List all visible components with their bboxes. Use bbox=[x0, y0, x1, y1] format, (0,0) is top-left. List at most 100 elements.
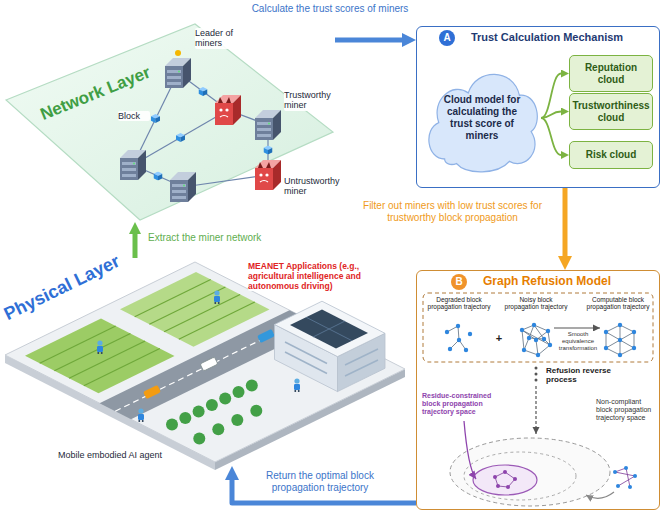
tree bbox=[166, 419, 178, 431]
graph-node bbox=[633, 474, 637, 478]
graph-node bbox=[513, 477, 517, 481]
miner-link bbox=[133, 73, 268, 187]
text-label: Leader of miners bbox=[195, 28, 257, 49]
text-label: + bbox=[494, 332, 504, 345]
rejection-arrow bbox=[586, 492, 614, 498]
block-cube bbox=[264, 146, 273, 155]
tree bbox=[212, 423, 224, 435]
graph-node bbox=[604, 330, 608, 334]
branch-arrow bbox=[541, 112, 561, 119]
graph-node bbox=[506, 485, 510, 489]
embodied-agent-robot bbox=[294, 378, 300, 392]
building bbox=[275, 301, 386, 356]
graph-node bbox=[445, 330, 449, 334]
graph-node bbox=[613, 470, 617, 474]
node-text: A bbox=[439, 30, 455, 46]
tree bbox=[219, 393, 231, 405]
graph-node bbox=[536, 353, 540, 357]
graph-node bbox=[522, 348, 526, 352]
graph-edge bbox=[606, 332, 607, 348]
connector-part bbox=[135, 40, 565, 503]
crop-row bbox=[69, 341, 145, 378]
trajectory-space-middle bbox=[464, 452, 576, 500]
tree bbox=[206, 399, 218, 411]
text-label: Degraded block propagation trajectory bbox=[425, 296, 493, 311]
crop-row bbox=[135, 280, 211, 317]
miner-server bbox=[120, 150, 146, 180]
graph-edge bbox=[620, 325, 634, 332]
miner-server bbox=[215, 95, 241, 125]
badge-circle: B bbox=[451, 274, 467, 290]
ellipsis-dots bbox=[535, 379, 538, 382]
cloud-type-box: Risk cloud bbox=[569, 141, 653, 169]
graph-node bbox=[632, 330, 636, 334]
building bbox=[313, 321, 345, 337]
flow-arrow bbox=[335, 38, 402, 43]
crop-row bbox=[40, 326, 116, 363]
graph-edge bbox=[620, 332, 634, 340]
graph-node bbox=[496, 484, 500, 488]
graph-edge bbox=[606, 325, 620, 332]
node-text: B bbox=[451, 274, 467, 290]
crop-row bbox=[149, 287, 225, 324]
graph-edge bbox=[447, 325, 634, 355]
car bbox=[143, 329, 275, 399]
embodied-agent-robot bbox=[214, 290, 220, 304]
block-cube bbox=[176, 133, 185, 142]
graph-node bbox=[542, 337, 546, 341]
node-text: Risk cloud bbox=[586, 149, 637, 161]
graph-edge bbox=[606, 348, 620, 355]
block-cube bbox=[151, 114, 160, 123]
graph-node bbox=[632, 346, 636, 350]
node-text: Cloud model for calculating the trust sc… bbox=[442, 94, 522, 142]
graph-node bbox=[546, 329, 550, 333]
transform-arrow bbox=[554, 327, 600, 328]
graph-node bbox=[532, 323, 536, 327]
block-cube bbox=[154, 172, 163, 181]
edge-label: Filter out miners with low trust scores … bbox=[345, 200, 560, 224]
building bbox=[275, 301, 386, 391]
trajectory-space-outer bbox=[450, 438, 610, 506]
tree bbox=[166, 380, 262, 445]
text-label: Refusion reverse process bbox=[546, 366, 624, 384]
graph-node bbox=[503, 470, 507, 474]
embodied-agent-robot bbox=[138, 408, 144, 422]
embodied-agent-robot bbox=[97, 340, 103, 354]
miner-server bbox=[255, 110, 281, 140]
graph-edge bbox=[634, 332, 635, 348]
constraint-arrow bbox=[464, 421, 476, 479]
graph-node bbox=[457, 338, 461, 342]
graph-edge bbox=[620, 348, 634, 355]
graph-node bbox=[464, 348, 468, 352]
flow-arrow bbox=[563, 188, 568, 256]
ellipsis-dots bbox=[535, 367, 538, 370]
tree bbox=[250, 405, 262, 417]
graph-node bbox=[456, 324, 460, 328]
edge-label: Extract the miner network bbox=[148, 232, 298, 244]
node-text: Reputation cloud bbox=[574, 62, 648, 86]
graph-edge bbox=[606, 340, 620, 348]
branch-arrow bbox=[541, 74, 561, 119]
miner-server bbox=[165, 58, 191, 88]
graph-node bbox=[604, 346, 608, 350]
graph-edge bbox=[524, 350, 538, 355]
text-label: Untrustworthy miner bbox=[284, 176, 350, 197]
graph-node bbox=[618, 323, 622, 327]
graph-edge bbox=[522, 330, 550, 345]
tree bbox=[231, 414, 243, 426]
graph-edge bbox=[620, 325, 621, 340]
badge-circle: A bbox=[439, 30, 455, 46]
building bbox=[285, 342, 327, 364]
graph-node bbox=[445, 323, 636, 357]
graph-node bbox=[468, 332, 472, 336]
flow-arrow bbox=[133, 234, 138, 258]
graph-node bbox=[616, 484, 620, 488]
graph-node bbox=[613, 466, 637, 489]
miner-server bbox=[255, 160, 281, 190]
graph-node bbox=[493, 475, 497, 479]
cloud-type-box: Reputation cloud bbox=[569, 55, 653, 92]
crop-row bbox=[164, 295, 240, 332]
building bbox=[345, 360, 378, 376]
